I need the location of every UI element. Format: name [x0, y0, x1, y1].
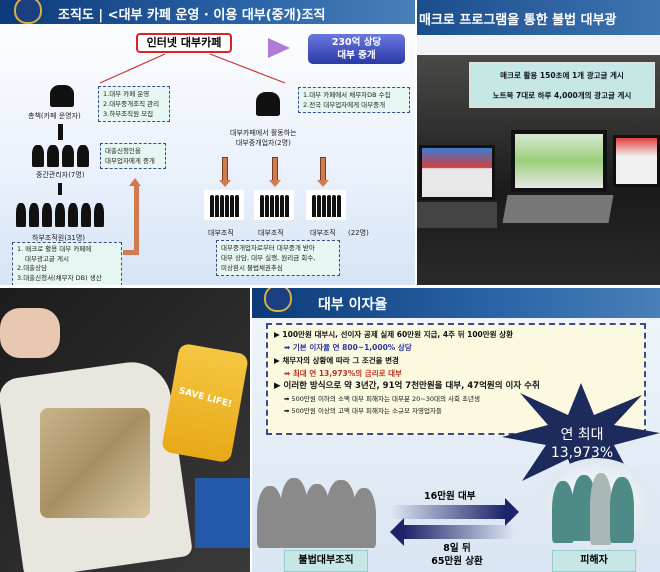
repay-arrow-icon — [404, 525, 514, 539]
loan-duties: 대부중개업자로부터 대부중개 받아 대부 상담, 대부 실행, 원리금 회수, … — [216, 240, 340, 276]
macro-line: 노트북 7대로 하루 4,000개의 광고글 게시 — [492, 91, 632, 100]
loan-arrow-label: 16만원 대부 — [424, 491, 476, 502]
down-arrow-icon — [317, 157, 329, 187]
interest-header: 대부 이자율 — [252, 288, 660, 318]
cash-bag-photo: SAVE LIFE! — [0, 288, 250, 572]
loan-org-icon — [204, 190, 244, 220]
illegal-org-label: 불법대부조직 — [284, 550, 368, 572]
broker-icon — [256, 92, 280, 116]
bullet-item: ▶ 100만원 대부시, 선이자 공제 실제 60만원 지급, 4주 뒤 100… — [274, 330, 513, 339]
org-chart-header: 조직도 | <대부 카페 운영 · 이용 대부(중개)조직 — [0, 0, 415, 24]
bullet-text: 이러한 방식으로 약 3년간, 91억 7천만원을 대부, 47억원의 이자 수… — [283, 381, 540, 391]
bullet-text: 500만원 이상의 고액 대부 피해자는 소규모 자영업자들 — [291, 407, 442, 415]
middle-label: 중간관리자(7명) — [36, 171, 85, 179]
sub-item: ➡ 500만원 이하의 소액 대부 피해자는 대부분 20~30대의 사회 초년… — [284, 395, 480, 403]
laptop-keyboard — [502, 195, 614, 223]
bullet-text: 500만원 이하의 소액 대부 피해자는 대부분 20~30대의 사회 초년생 — [291, 395, 480, 403]
duty: 2.대부중개조직 관리 — [103, 100, 160, 108]
blue-box — [195, 478, 250, 548]
duty: 대출신청인을 — [105, 147, 141, 155]
interest-title: 대부 이자율 — [318, 297, 388, 313]
burst-text: 연 최대 13,973% — [550, 427, 614, 461]
bullet-text: 100만원 대부시, 선이자 공제 실제 60만원 지급, 4주 뒤 100만원… — [282, 330, 513, 339]
police-badge-icon — [264, 288, 292, 312]
white-strip — [417, 35, 660, 55]
arrow-right-icon — [268, 38, 290, 58]
broker-label: 대부카페에서 활동하는 대부중개업자(2명) — [230, 129, 297, 147]
interest-panel: 대부 이자율 ▶ 100만원 대부시, 선이자 공제 실제 60만원 지급, 4… — [252, 288, 660, 572]
duty: 대부중개업자로부터 대부중개 받아 — [221, 244, 315, 252]
bullet-text: 채무자의 상황에 따라 그 조건을 변경 — [282, 356, 399, 365]
down-arrow-icon — [219, 157, 231, 187]
org-chart-title: 조직도 | <대부 카페 운영 · 이용 대부(중개)조직 — [58, 8, 326, 23]
center-box: 인터넷 대부카페 — [136, 33, 232, 53]
loan-count: (22명) — [348, 229, 369, 237]
duty: 3.대출신청서(채무자 DB) 생산 — [17, 273, 102, 282]
lower-duties: 1. 매크로 활용 대부 카페에 대부광고글 게시 2.대출상담 3.대출신청서… — [12, 242, 122, 285]
loan-arrow-icon — [390, 505, 505, 519]
loan-arrow-head — [505, 498, 519, 526]
boss-label: 총책(카페 운영자) — [28, 112, 81, 120]
summary-box: 230억 상당 대부 중개 — [308, 34, 405, 64]
repay-arrow-head — [390, 518, 404, 546]
duty: 1.대부 카페에서 채무자DB 수집 — [303, 91, 391, 99]
loan-org-label: 대부조직 — [258, 229, 284, 237]
duty: 대부광고글 게시 — [25, 254, 69, 263]
bullet-text: 최대 연 13,973%의 금리로 대부 — [292, 369, 402, 378]
loan-org-icon — [254, 190, 294, 220]
connector-lines — [99, 53, 286, 84]
org-chart-panel: 조직도 | <대부 카페 운영 · 이용 대부(중개)조직 인터넷 대부카페 2… — [0, 0, 415, 285]
sub-item: ➡ 500만원 이상의 고액 대부 피해자는 소규모 자영업자들 — [284, 407, 442, 415]
macro-header: 매크로 프로그램을 통한 불법 대부광 — [417, 0, 660, 35]
macro-line: 매크로 활용 150초에 1개 광고글 게시 — [500, 71, 624, 80]
middle-managers-icon — [32, 145, 89, 167]
up-arrow-icon — [123, 185, 139, 255]
sub-item: ➡ 기본 이자율 연 800~1,000% 상당 — [284, 343, 412, 352]
laptop-screen — [511, 130, 607, 192]
macro-panel: 매크로 프로그램을 통한 불법 대부광 매크로 활용 150초에 1개 광고글 … — [417, 0, 660, 285]
bullet-text: 기본 이자율 연 800~1,000% 상당 — [292, 343, 412, 352]
boss-icon — [50, 85, 74, 107]
duty: 대부 상담, 대부 실행, 원리금 회수, — [221, 254, 316, 262]
duty: 대부업자에게 중개 — [105, 157, 155, 165]
lower-label: 하부조직원(31명) — [32, 234, 86, 242]
connector — [58, 183, 62, 195]
duty: 미상환시 불법채권추심 — [221, 264, 283, 272]
up-arrow-head — [129, 178, 141, 186]
bullet-item: ▶ 채무자의 상황에 따라 그 조건을 변경 — [274, 356, 399, 365]
laptop-keyboard — [417, 202, 497, 228]
down-arrow-icon — [269, 157, 281, 187]
duty: 1. 매크로 활용 대부 카페에 — [17, 245, 92, 253]
cash-bundle — [40, 408, 150, 518]
victim-silhouettes — [552, 473, 642, 548]
repay-arrow-label: 8일 뒤 65만원 상환 — [431, 543, 483, 567]
macro-callout: 매크로 활용 150초에 1개 광고글 게시 노트북 7대로 하루 4,000개… — [469, 62, 655, 108]
bullet-item: ▶ 이러한 방식으로 약 3년간, 91억 7천만원을 대부, 47억원의 이자… — [274, 381, 540, 391]
loan-org-icon — [306, 190, 346, 220]
broker-duties: 1.대부 카페에서 채무자DB 수집 2.전국 대부업자에게 대부중개 — [298, 87, 410, 113]
duty: 2.대출상담 — [17, 264, 48, 272]
duty: 3.하부조직원 모집 — [103, 110, 154, 118]
connector — [58, 124, 63, 140]
loan-org-label: 대부조직 — [310, 229, 336, 237]
hand — [0, 308, 60, 358]
duty: 1.대부 카페 운영 — [103, 90, 150, 98]
macro-title: 매크로 프로그램을 통한 불법 대부광 — [419, 13, 617, 28]
middle-duties: 대출신청인을 대부업자에게 중개 — [100, 143, 166, 169]
boss-duties: 1.대부 카페 운영 2.대부중개조직 관리 3.하부조직원 모집 — [98, 86, 170, 122]
lower-staff-icon — [16, 203, 104, 227]
police-badge-icon — [14, 0, 42, 24]
laptop-screen — [613, 135, 660, 187]
laptop-screen — [419, 145, 495, 200]
sub-item: ➡ 최대 연 13,973%의 금리로 대부 — [284, 369, 402, 378]
illegal-org-silhouettes — [252, 478, 382, 548]
loan-org-label: 대부조직 — [208, 229, 234, 237]
duty: 2.전국 대부업자에게 대부중개 — [303, 101, 386, 109]
victim-label: 피해자 — [552, 550, 636, 572]
